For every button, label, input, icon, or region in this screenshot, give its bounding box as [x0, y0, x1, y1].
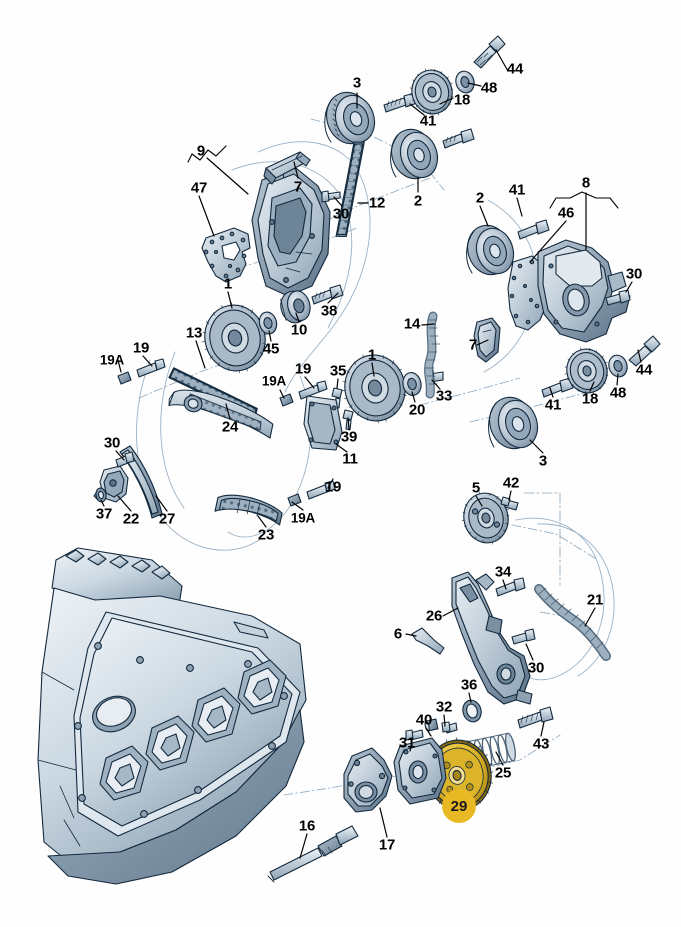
part-callout-46[interactable]: 46 [557, 204, 575, 222]
part-callout-30[interactable]: 30 [527, 659, 545, 677]
part-callout-32[interactable]: 32 [435, 698, 453, 716]
part-callout-41[interactable]: 41 [419, 112, 437, 130]
part-callout-19[interactable]: 19 [132, 339, 150, 357]
part-callout-11[interactable]: 11 [342, 450, 358, 468]
part-callout-3[interactable]: 3 [538, 452, 548, 470]
part-callout-3[interactable]: 3 [352, 74, 362, 92]
part-callout-12[interactable]: 12 [368, 194, 386, 212]
part-callout-36[interactable]: 36 [460, 676, 478, 694]
part-callout-47[interactable]: 47 [190, 179, 208, 197]
part-callout-7[interactable]: 7 [293, 178, 303, 196]
part-callout-25[interactable]: 25 [494, 764, 512, 782]
part-callout-40[interactable]: 40 [415, 711, 433, 729]
part-callout-38[interactable]: 38 [320, 302, 338, 320]
part-callout-42[interactable]: 42 [502, 474, 520, 492]
part-callout-48[interactable]: 48 [609, 384, 627, 402]
part-callout-41[interactable]: 41 [508, 181, 526, 199]
part-callout-19a[interactable]: 19A [99, 352, 125, 368]
part-callout-6[interactable]: 6 [393, 625, 403, 643]
part-callout-2[interactable]: 2 [413, 192, 423, 210]
part-callout-30[interactable]: 30 [332, 205, 350, 223]
part-callout-1[interactable]: 1 [223, 275, 233, 293]
part-callout-44[interactable]: 44 [506, 60, 524, 78]
part-callout-27[interactable]: 27 [158, 510, 176, 528]
part-callout-26[interactable]: 26 [425, 607, 443, 625]
part-callout-44[interactable]: 44 [635, 361, 653, 379]
part-callout-8[interactable]: 8 [581, 174, 591, 192]
part-callout-37[interactable]: 37 [95, 505, 113, 523]
part-callout-19[interactable]: 19 [294, 360, 312, 378]
part-callout-19[interactable]: 19 [324, 478, 342, 496]
part-callout-43[interactable]: 43 [532, 735, 550, 753]
part-callout-33[interactable]: 33 [435, 387, 453, 405]
part-callout-21[interactable]: 21 [586, 591, 604, 609]
part-callout-16[interactable]: 16 [298, 817, 316, 835]
part-callout-48[interactable]: 48 [480, 79, 498, 97]
part-callout-7[interactable]: 7 [468, 336, 478, 354]
part-callout-31[interactable]: 31 [398, 734, 416, 752]
part-callout-41[interactable]: 41 [544, 396, 562, 414]
part-callout-14[interactable]: 14 [403, 315, 421, 333]
part-callout-39[interactable]: 39 [340, 428, 358, 446]
part-callout-5[interactable]: 5 [471, 479, 481, 497]
part-callout-34[interactable]: 34 [494, 563, 512, 581]
part-callout-19a[interactable]: 19A [290, 510, 316, 526]
part-callout-30[interactable]: 30 [625, 265, 643, 283]
part-callout-13[interactable]: 13 [185, 324, 203, 342]
part-callout-23[interactable]: 23 [257, 526, 275, 544]
highlighted-part-badge[interactable]: 29 [442, 789, 476, 823]
part-callout-1[interactable]: 1 [367, 346, 377, 364]
part-callout-17[interactable]: 17 [378, 836, 396, 854]
part-callout-10[interactable]: 10 [290, 321, 308, 339]
part-callout-20[interactable]: 20 [408, 401, 426, 419]
part-callout-22[interactable]: 22 [122, 510, 140, 528]
part-callout-30[interactable]: 30 [103, 434, 121, 452]
part-callout-9[interactable]: 9 [196, 142, 206, 160]
part-callout-45[interactable]: 45 [262, 340, 280, 358]
part-callout-24[interactable]: 24 [221, 418, 239, 436]
part-callout-18[interactable]: 18 [581, 390, 599, 408]
part-callout-35[interactable]: 35 [329, 362, 347, 380]
part-callout-18[interactable]: 18 [453, 91, 471, 109]
part-callout-2[interactable]: 2 [475, 189, 485, 207]
part-callout-19a[interactable]: 19A [261, 373, 287, 389]
